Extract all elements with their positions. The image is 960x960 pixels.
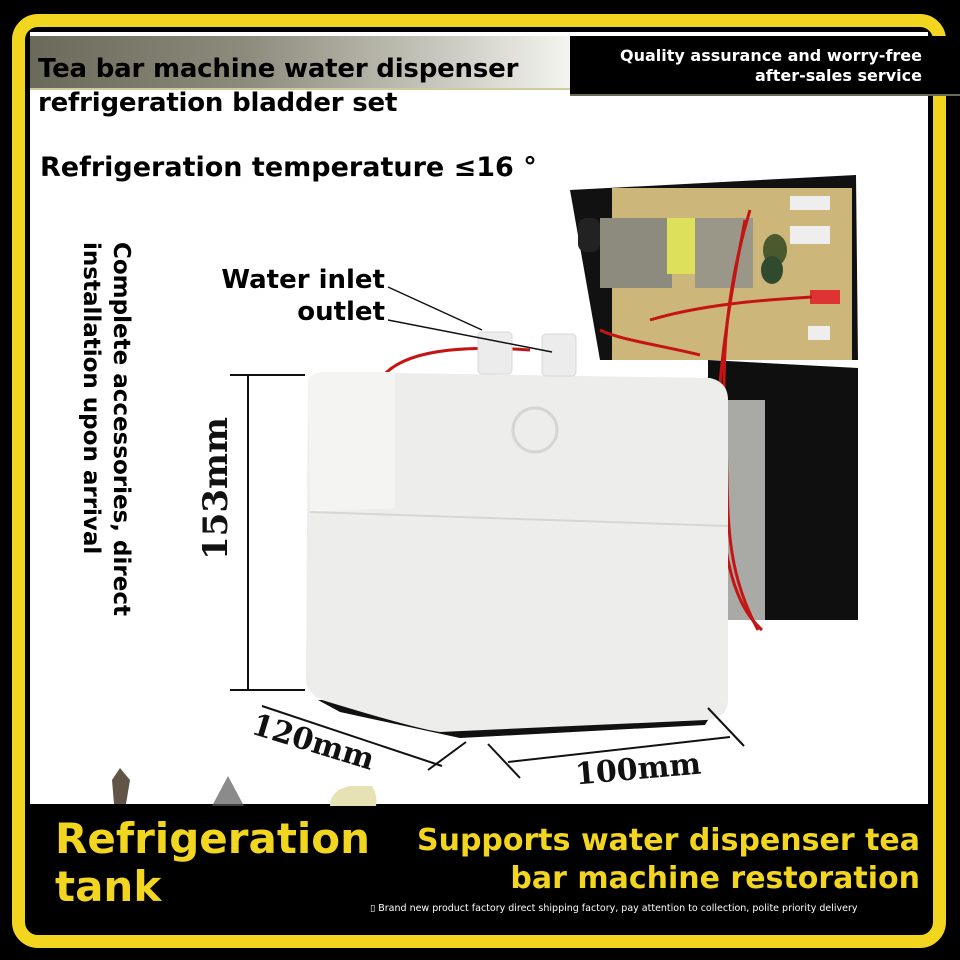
accessories-note: Complete accessories, direct installatio… xyxy=(78,242,134,616)
quality-assurance-text: Quality assurance and worry-free after-s… xyxy=(619,46,922,85)
title-band xyxy=(30,36,570,90)
inlet-outlet-callout: Water inlet outlet xyxy=(221,264,385,328)
control-board xyxy=(570,175,858,620)
temperature-spec: Refrigeration temperature ≤16 ° xyxy=(40,152,537,183)
title-line-2: refrigeration bladder set xyxy=(38,88,398,118)
decorative-shapes xyxy=(112,768,377,806)
height-dimension: 153mm xyxy=(196,417,236,560)
foam-tank xyxy=(306,331,729,738)
dimension-lines xyxy=(230,374,745,779)
callout-lines xyxy=(387,286,553,353)
product-name: Refrigeration tank xyxy=(55,814,371,911)
quality-assurance-box xyxy=(570,36,960,96)
water-inlet-label: Water inlet xyxy=(221,265,385,295)
support-statement: Supports water dispenser tea bar machine… xyxy=(416,823,920,896)
shipping-note: ▯ Brand new product factory direct shipp… xyxy=(370,903,858,914)
page-title: Tea bar machine water dispenser refriger… xyxy=(38,52,518,120)
title-line-1: Tea bar machine water dispenser xyxy=(38,54,519,84)
outlet-label: outlet xyxy=(297,297,385,327)
